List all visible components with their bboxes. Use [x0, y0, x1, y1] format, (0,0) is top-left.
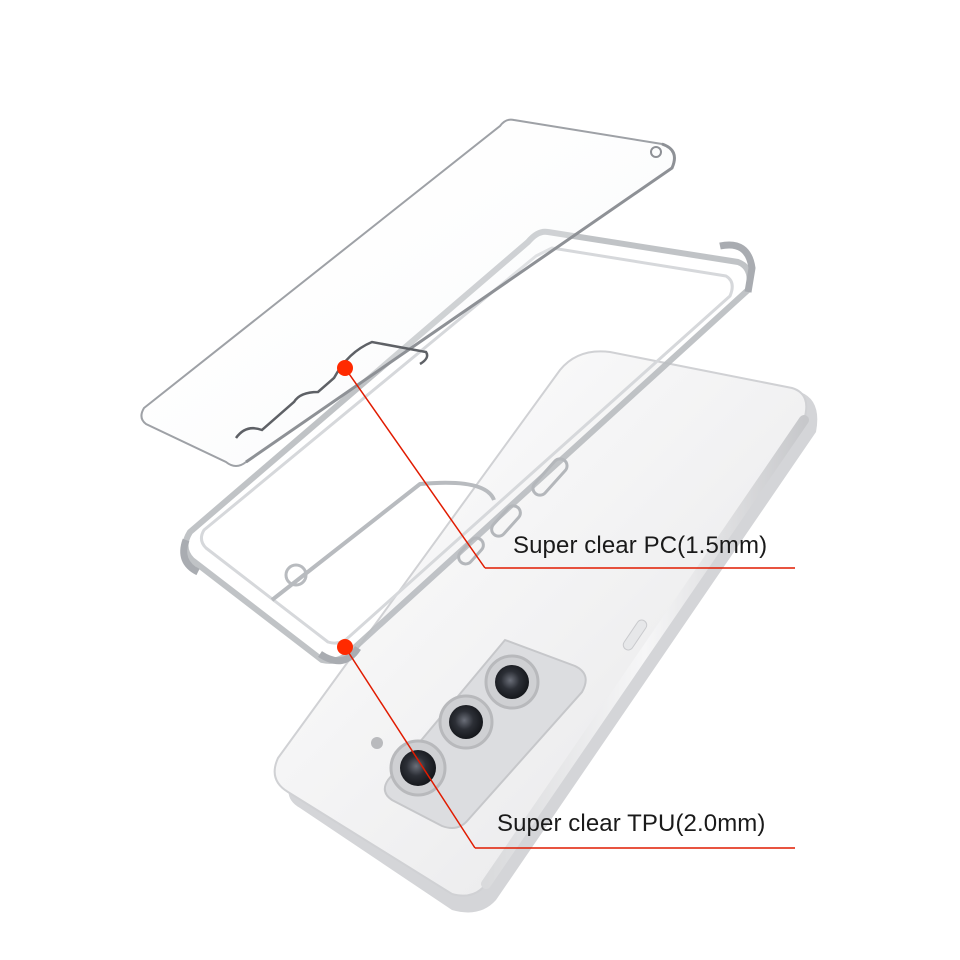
callout-pc-dot: [337, 360, 353, 376]
callout-pc-label: Super clear PC(1.5mm): [513, 532, 768, 559]
pc-back-sheet: [140, 118, 676, 467]
callout-tpu-dot: [337, 639, 353, 655]
callout-tpu-label: Super clear TPU(2.0mm): [497, 810, 766, 837]
bumper-corner: [180, 538, 200, 576]
bumper-lanyard-hole: [284, 563, 308, 587]
callout-tpu: [337, 639, 795, 849]
phone-frame-rim: [481, 415, 809, 889]
bumper-corner: [318, 645, 361, 665]
bumper-corner: [719, 241, 756, 293]
bumper-camera-cutout: [270, 480, 496, 602]
callout-tpu-leader: [344, 646, 476, 849]
camera-flash: [371, 737, 383, 749]
bumper-inner-edge: [199, 246, 734, 645]
phone: [273, 350, 818, 913]
phone-side-button: [622, 619, 648, 651]
callout-pc-leader: [344, 367, 486, 569]
pc-sheet-corner-hole: [650, 146, 662, 158]
pc-sheet-edge-highlight: [245, 142, 676, 464]
camera-lens-glass: [400, 750, 436, 786]
bumper-button-cover: [490, 504, 522, 538]
callout-pc: [337, 360, 795, 569]
camera-lens-glass: [495, 665, 529, 699]
pc-sheet-camera-notch: [234, 340, 429, 439]
camera-lens-glass: [449, 705, 483, 739]
bumper-button-cover: [531, 457, 569, 497]
